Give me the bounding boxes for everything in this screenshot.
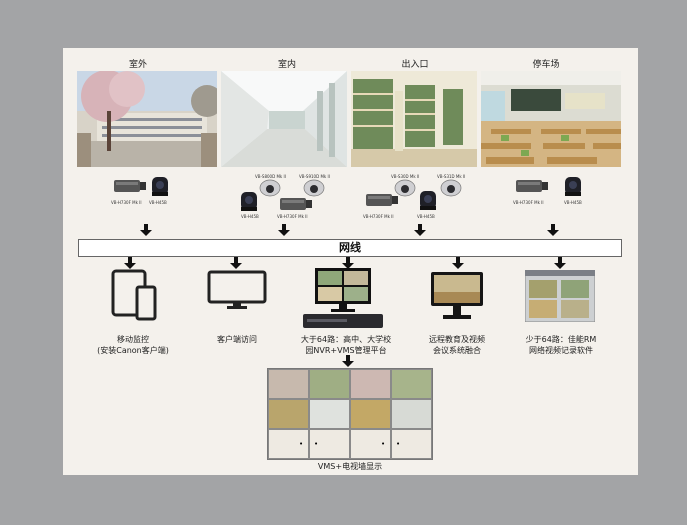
device-label-line: 网络视频记录软件 (529, 346, 593, 355)
wall-cell (268, 369, 309, 399)
photo-parking (481, 71, 621, 167)
camera-label: VB-H730F Mk II (513, 200, 544, 205)
conference-display-icon (431, 272, 483, 319)
device-label-line: (安装Canon客户端) (97, 346, 169, 355)
network-bar: 网线 (78, 239, 622, 257)
wall-cell-dot: • (299, 440, 304, 448)
device-label-nvr: 大于64路：高中、大学校 园NVR+VMS管理平台 (285, 334, 407, 356)
ptz-camera-icon (152, 177, 168, 196)
bullet-camera-icon (366, 194, 398, 206)
camera-label: VB-S800D Mk II (255, 174, 286, 179)
section-title-entrance: 出入口 (401, 60, 429, 70)
wall-cell-blank: • (268, 429, 309, 459)
camera-label: VB-S910D Mk II (299, 174, 330, 179)
wall-cell-blank: • (391, 429, 432, 459)
diagram-panel: 室外 室内 出入口 停车场 (63, 48, 638, 475)
camera-label: VB-S31D Mk II (437, 174, 466, 179)
dome-camera-icon (259, 179, 281, 197)
mobile-devices-icon (111, 269, 157, 321)
nvr-workstation-icon (303, 268, 383, 328)
camera-label: VB-H730F Mk II (111, 200, 142, 205)
camera-label: VB-H45B (241, 214, 259, 219)
camera-label: VB-H45B (564, 200, 582, 205)
ptz-camera-icon (420, 191, 436, 210)
device-label-line: 远程教育及视频 (429, 335, 485, 344)
wall-cell-dot: • (381, 440, 386, 448)
wall-cell (391, 369, 432, 399)
bullet-camera-icon (114, 180, 146, 192)
wall-cell (391, 399, 432, 429)
wall-cell (350, 369, 391, 399)
ptz-camera-icon (241, 192, 257, 211)
device-label-line: 客户端访问 (217, 335, 257, 344)
wall-cell (309, 369, 350, 399)
ptz-camera-icon (565, 177, 581, 196)
video-wall-label: VMS+电视墙显示 (317, 462, 383, 471)
device-label-line: 大于64路：高中、大学校 (300, 335, 392, 344)
wall-cell (350, 399, 391, 429)
monitor-icon (207, 270, 267, 309)
photo-indoor (221, 71, 347, 167)
bullet-camera-icon (280, 198, 312, 210)
device-label-line: 会议系统融合 (433, 346, 481, 355)
wall-cell-blank: • (309, 429, 350, 459)
dome-camera-icon (303, 179, 325, 197)
photo-entrance (351, 71, 477, 167)
wall-cell (268, 399, 309, 429)
device-label-mobile: 移动监控 (安装Canon客户端) (81, 334, 185, 356)
camera-label: VB-H730F Mk II (277, 214, 308, 219)
device-label-client: 客户端访问 (191, 334, 283, 345)
section-title-indoor: 室内 (277, 60, 296, 70)
wall-cell (309, 399, 350, 429)
device-label-rm: 少于64路：佳能RM 网络视频记录软件 (509, 334, 613, 356)
photo-outdoor (77, 71, 217, 167)
dome-camera-icon (440, 179, 462, 197)
camera-label: VB-S30D Mk II (391, 174, 420, 179)
recording-software-icon (525, 270, 595, 322)
wall-cell-blank: • (350, 429, 391, 459)
device-label-remote: 远程教育及视频 会议系统融合 (407, 334, 507, 356)
bullet-camera-icon (516, 180, 548, 192)
device-label-line: 少于64路：佳能RM (525, 335, 597, 344)
camera-label: VB-H45B (417, 214, 435, 219)
section-title-outdoor: 室外 (128, 60, 147, 70)
device-label-line: 园NVR+VMS管理平台 (305, 346, 387, 355)
wall-cell-dot: • (314, 440, 319, 448)
dome-camera-icon (394, 179, 416, 197)
device-label-line: 移动监控 (117, 335, 149, 344)
camera-label: VB-H45B (149, 200, 167, 205)
camera-label: VB-H730F Mk II (363, 214, 394, 219)
wall-cell-dot: • (396, 440, 401, 448)
video-wall: • • • • (267, 368, 433, 460)
section-title-parking: 停车场 (532, 60, 560, 70)
